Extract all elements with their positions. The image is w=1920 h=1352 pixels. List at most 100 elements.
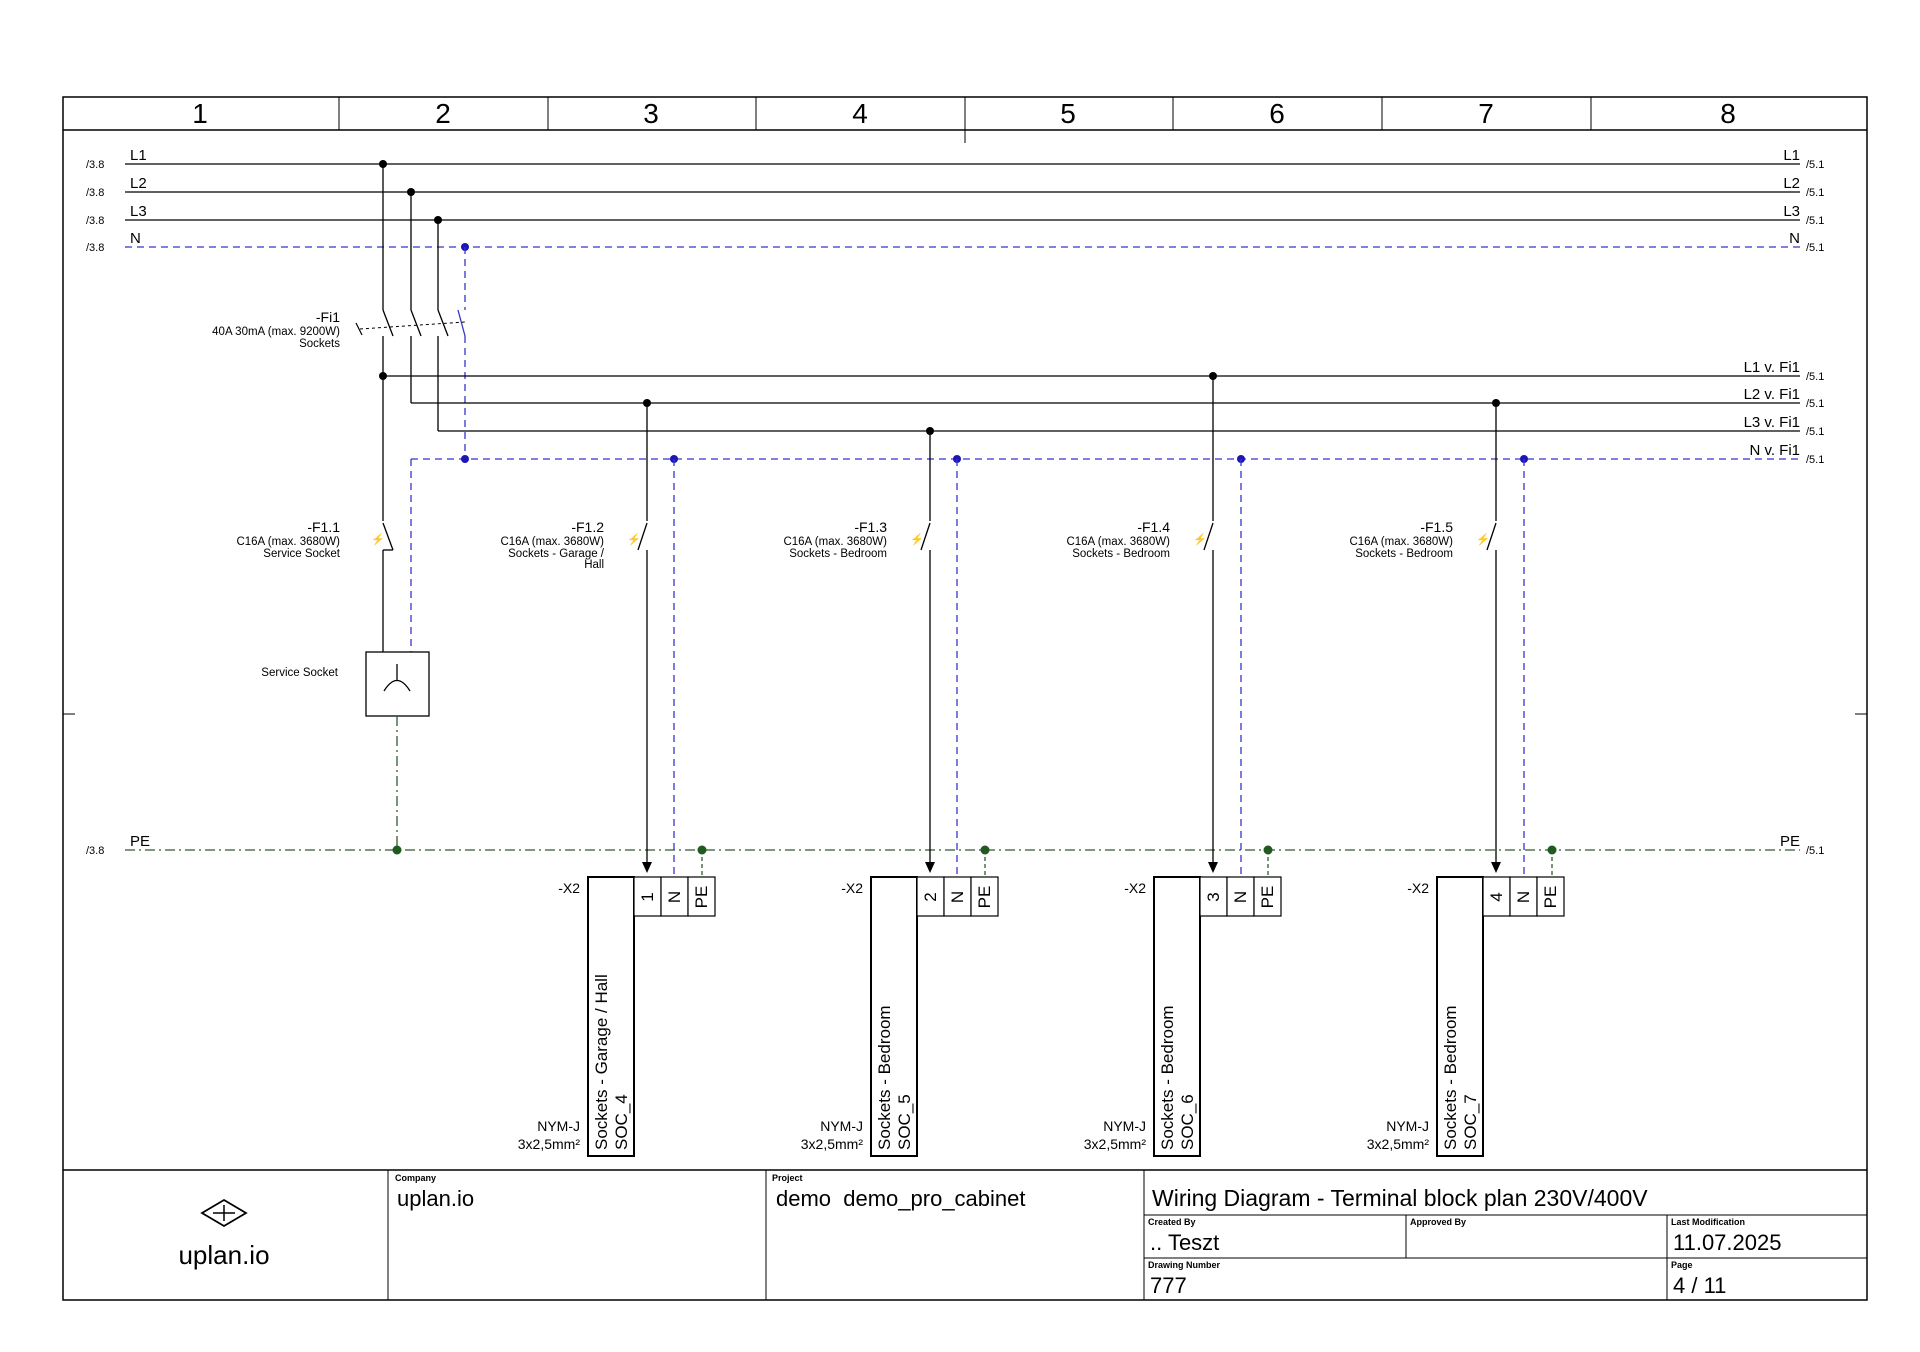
last-modification: 11.07.2025 (1673, 1230, 1781, 1255)
breaker-rating: C16A (max. 3680W) (500, 536, 604, 548)
page-caption: Page (1671, 1260, 1693, 1270)
breaker-rating: C16A (max. 3680W) (1066, 536, 1170, 548)
cable-id: SOC_6 (1178, 1094, 1197, 1150)
breaker-name: -F1.4 (1137, 519, 1170, 535)
bus-ref-out: /5.1 (1806, 159, 1824, 171)
bus-label-l1: L1 (130, 147, 147, 164)
terminal-strip-name: -X2 (558, 880, 580, 896)
terminal-pe: PE (1258, 886, 1277, 909)
breaker-desc: Sockets - Bedroom (789, 548, 887, 560)
column-number: 7 (1478, 98, 1494, 129)
terminal-block-x2-1[interactable]: -X2 1 N PE Sockets - Garage / Hall SOC_4… (518, 876, 716, 1157)
terminal-strip-name: -X2 (841, 880, 863, 896)
bus-ref-out: /5.1 (1806, 187, 1824, 199)
breaker-name: -F1.5 (1420, 519, 1453, 535)
breaker-f1-4[interactable]: ⚡ -F1.4 C16A (max. 3680W) Sockets - Bedr… (1066, 372, 1273, 875)
breaker-trip-icon: ⚡ (1476, 533, 1490, 546)
logo-text: uplan.io (178, 1240, 269, 1270)
breaker-trip-icon: ⚡ (1193, 533, 1207, 546)
sheet-frame (62, 96, 1868, 1301)
breaker-desc: Service Socket (263, 548, 341, 560)
page-number: 4 / 11 (1673, 1273, 1726, 1298)
bus-label-l2-fi1: L2 v. Fi1 (1744, 386, 1800, 403)
breaker-trip-icon: ⚡ (910, 533, 924, 546)
cable-id: SOC_5 (895, 1094, 914, 1150)
created-caption: Created By (1148, 1217, 1196, 1227)
project-caption: Project (772, 1173, 803, 1183)
cable-type: NYM-J (820, 1118, 863, 1134)
terminal-strip-name: -X2 (1407, 880, 1429, 896)
bus-ref-in: /3.8 (86, 187, 104, 199)
breaker-name: -F1.1 (307, 519, 340, 535)
cable-size: 3x2,5mm² (801, 1136, 864, 1152)
bus-label-l1-fi1: L1 v. Fi1 (1744, 359, 1800, 376)
bus-ref-in: /3.8 (86, 242, 104, 254)
breaker-rating: C16A (max. 3680W) (236, 536, 340, 548)
terminal-n: N (665, 891, 684, 903)
terminal-block-x2-3[interactable]: -X2 3 N PE Sockets - Bedroom SOC_6 NYM-J… (1084, 876, 1282, 1157)
terminal-block-x2-2[interactable]: -X2 2 N PE Sockets - Bedroom SOC_5 NYM-J… (801, 876, 999, 1157)
terminal-pe: PE (1541, 886, 1560, 909)
socket-icon (383, 679, 411, 692)
terminal-number: 1 (638, 892, 657, 901)
drawing-number-caption: Drawing Number (1148, 1260, 1221, 1270)
service-socket[interactable]: Service Socket (261, 651, 430, 855)
cable-description: Sockets - Bedroom (1158, 1005, 1177, 1150)
terminal-strip-name: -X2 (1124, 880, 1146, 896)
cable-size: 3x2,5mm² (1084, 1136, 1147, 1152)
approved-caption: Approved By (1410, 1217, 1466, 1227)
pe-busbar: /3.8 PE PE /5.1 (86, 833, 1824, 857)
terminal-block-x2-4[interactable]: -X2 4 N PE Sockets - Bedroom SOC_7 NYM-J… (1367, 876, 1565, 1157)
uplan-logo: uplan.io (178, 1198, 270, 1270)
project-name: demo demo_pro_cabinet (776, 1186, 1026, 1211)
bus-label-n-right: N (1789, 230, 1800, 247)
bus-ref-out: /5.1 (1806, 845, 1824, 857)
drawing-title: Wiring Diagram - Terminal block plan 230… (1152, 1185, 1648, 1211)
rcd-rating: 40A 30mA (max. 9200W) (212, 326, 340, 338)
company-name: uplan.io (397, 1186, 474, 1211)
cable-description: Sockets - Bedroom (1441, 1005, 1460, 1150)
breaker-f1-3[interactable]: ⚡ -F1.3 C16A (max. 3680W) Sockets - Bedr… (783, 427, 990, 875)
terminal-n: N (948, 891, 967, 903)
bus-label-l3-right: L3 (1783, 203, 1800, 220)
main-busbars: /3.8 /3.8 /3.8 /3.8 L1 L2 L3 N L1 L2 L3 … (86, 147, 1824, 254)
bus-label-n: N (130, 230, 141, 247)
column-number: 5 (1060, 98, 1076, 129)
breaker-desc: Sockets - Bedroom (1355, 548, 1453, 560)
breaker-name: -F1.3 (854, 519, 887, 535)
terminal-n: N (1231, 891, 1250, 903)
cable-type: NYM-J (537, 1118, 580, 1134)
breaker-desc: Hall (584, 559, 604, 571)
cable-id: SOC_4 (612, 1094, 631, 1150)
bus-label-l3: L3 (130, 203, 147, 220)
breaker-trip-icon: ⚡ (371, 533, 385, 546)
column-number: 6 (1269, 98, 1285, 129)
bus-label-l2-right: L2 (1783, 175, 1800, 192)
breaker-desc: Sockets - Bedroom (1072, 548, 1170, 560)
breaker-rating: C16A (max. 3680W) (1349, 536, 1453, 548)
modified-caption: Last Modification (1671, 1217, 1745, 1227)
column-number: 4 (852, 98, 868, 129)
created-by: .. Teszt (1150, 1230, 1219, 1255)
column-numbers: 1 2 3 4 5 6 7 8 (192, 98, 1736, 129)
breaker-desc: Sockets - Garage / (508, 548, 605, 560)
bus-label-l1-right: L1 (1783, 147, 1800, 164)
bus-ref-out: /5.1 (1806, 454, 1824, 466)
title-block: uplan.io Company uplan.io Project demo d… (63, 1169, 1867, 1300)
rcd-fi1[interactable]: -Fi1 40A 30mA (max. 9200W) Sockets (212, 160, 469, 459)
breaker-f1-2[interactable]: ⚡ -F1.2 C16A (max. 3680W) Sockets - Gara… (500, 399, 707, 875)
breaker-f1-5[interactable]: ⚡ -F1.5 C16A (max. 3680W) Sockets - Bedr… (1349, 399, 1557, 875)
cable-size: 3x2,5mm² (518, 1136, 581, 1152)
terminal-pe: PE (692, 886, 711, 909)
breaker-f1-1[interactable]: ⚡ -F1.1 C16A (max. 3680W) Service Socket (236, 376, 412, 652)
breaker-name: -F1.2 (571, 519, 604, 535)
cable-size: 3x2,5mm² (1367, 1136, 1430, 1152)
breaker-rating: C16A (max. 3680W) (783, 536, 887, 548)
bus-ref-out: /5.1 (1806, 371, 1824, 383)
bus-ref-in: /3.8 (86, 845, 104, 857)
bus-label-l2: L2 (130, 175, 147, 192)
bus-ref-out: /5.1 (1806, 398, 1824, 410)
bus-ref-out: /5.1 (1806, 215, 1824, 227)
bus-ref-out: /5.1 (1806, 426, 1824, 438)
